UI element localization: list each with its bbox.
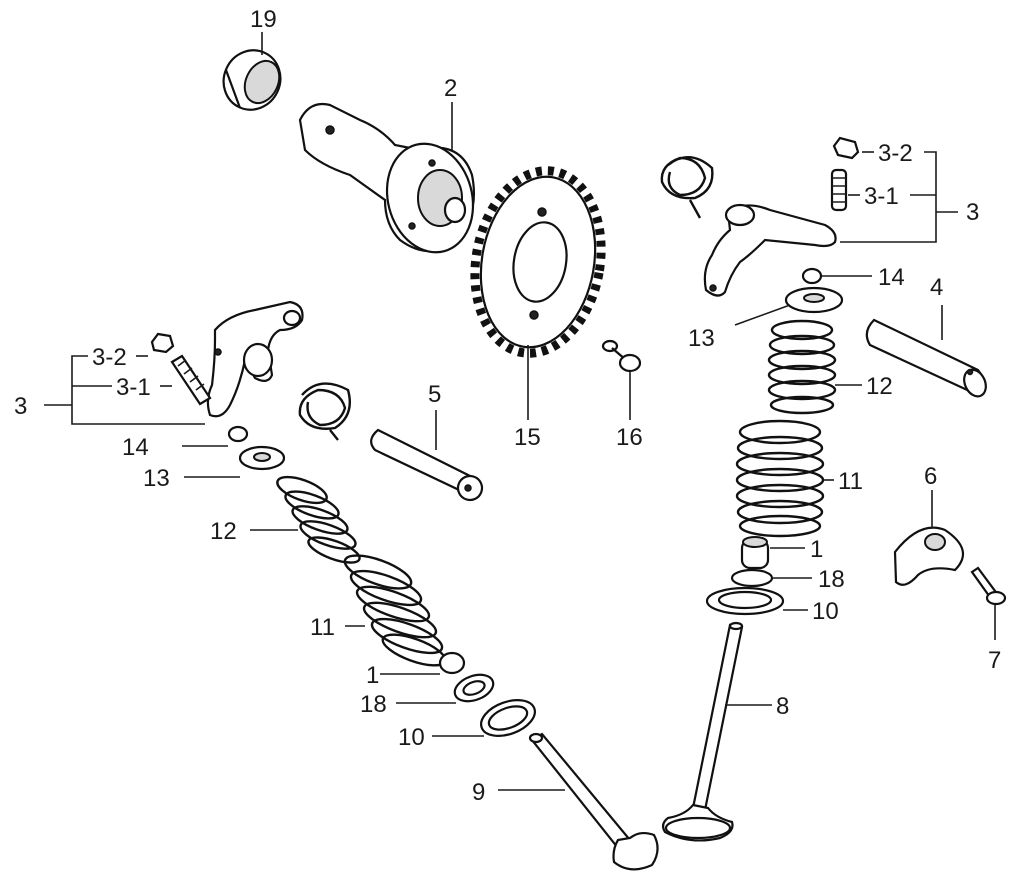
part-4-rocker-shaft [865, 318, 987, 398]
label-18-left: 18 [360, 691, 387, 718]
part-18-washer-right [730, 568, 774, 588]
label-5: 5 [428, 381, 441, 408]
label-12-left: 12 [210, 518, 237, 545]
label-13-left: 13 [143, 465, 170, 492]
label-3-1-left: 3-1 [116, 374, 151, 401]
part-15-sprocket [470, 166, 606, 358]
part-8-valve-right [661, 621, 744, 842]
label-10-left: 10 [398, 724, 425, 751]
part-3-1-screw-right [830, 168, 848, 212]
part-10-seat-right [705, 586, 785, 616]
label-3-left: 3 [14, 393, 27, 420]
label-7: 7 [988, 647, 1001, 674]
part-2-camshaft [298, 102, 476, 254]
part-5-rocker-shaft [370, 428, 484, 502]
part-13-retainer-right [784, 286, 844, 314]
label-8: 8 [776, 693, 789, 720]
part-14-cotter-right [801, 267, 823, 285]
part-19-bearing [222, 49, 282, 111]
part-11-outer-spring-left [343, 554, 447, 667]
label-3-right: 3 [966, 199, 979, 226]
part-10-seat-left [480, 699, 536, 737]
part-3-2-nut-right [832, 136, 860, 160]
label-16: 16 [616, 424, 643, 451]
part-6-guide-plate [893, 526, 965, 586]
part-12-inner-spring-right [767, 319, 837, 415]
label-14-left: 14 [122, 434, 149, 461]
part-3-2-nut-left [150, 332, 175, 354]
part-spring-coil-right [660, 156, 714, 219]
label-10-right: 10 [812, 598, 839, 625]
label-9: 9 [472, 779, 485, 806]
part-spring-coil-left [298, 382, 352, 441]
label-19: 19 [250, 6, 277, 33]
part-12-inner-spring-left [276, 475, 361, 564]
label-4: 4 [930, 274, 943, 301]
label-11-left: 11 [310, 614, 335, 641]
part-3-1-screw-left [170, 354, 212, 406]
part-11-outer-spring-right [735, 419, 825, 538]
part-1-stem-seal-right [740, 536, 770, 570]
part-18-washer-left [453, 673, 495, 703]
part-9-valve-left [528, 732, 659, 871]
label-3-1-right: 3-1 [864, 183, 899, 210]
label-1-right: 1 [810, 536, 823, 563]
part-1-stem-seal-left [438, 651, 466, 675]
label-11-right: 11 [838, 468, 863, 495]
label-1-left: 1 [366, 662, 379, 689]
part-3-rocker-arm-left [206, 300, 304, 418]
label-18-right: 18 [818, 566, 845, 593]
label-13-right: 13 [688, 325, 715, 352]
part-3-rocker-arm-right [703, 203, 837, 297]
label-3-2-left: 3-2 [92, 344, 127, 371]
part-13-retainer-left [238, 445, 286, 471]
label-14-right: 14 [878, 264, 905, 291]
part-14-cotter-left [227, 425, 249, 443]
label-6: 6 [924, 463, 937, 490]
label-15: 15 [514, 424, 541, 451]
label-3-2-right: 3-2 [878, 140, 913, 167]
part-7-screw [970, 566, 1007, 606]
label-2: 2 [444, 75, 457, 102]
label-12-right: 12 [866, 373, 893, 400]
part-16-bolt [601, 339, 642, 373]
